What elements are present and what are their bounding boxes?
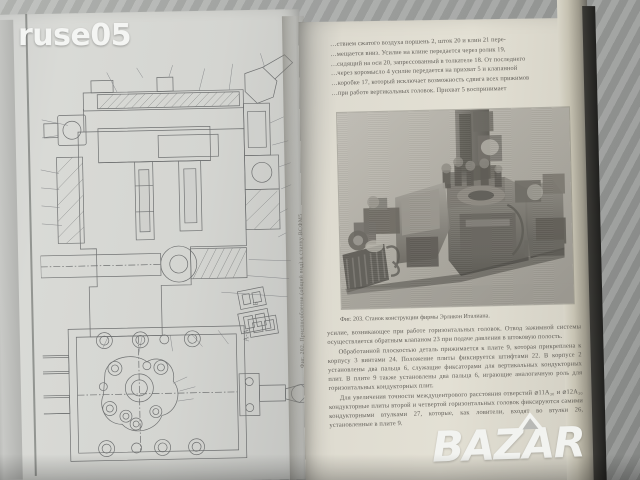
right-page-body-text: усилие, возникающее при работе горизонта… [327, 323, 584, 431]
left-page-engineering-drawing: А-А Б [36, 32, 311, 467]
open-book: А-А Б [0, 0, 607, 480]
bottom-vignette [0, 454, 640, 480]
watermark-ruse05: ruse05 [18, 18, 132, 53]
svg-text:А-А: А-А [242, 329, 250, 342]
machine-tool-photograph [337, 107, 574, 309]
right-page-top-paragraph: …ствием сжатого воздуха поршень 2, шток … [330, 34, 584, 100]
body-paragraph: Обработанной плоскостью деталь прижимает… [327, 342, 583, 392]
tent-icon [516, 411, 544, 430]
svg-text:Б: Б [252, 301, 260, 305]
